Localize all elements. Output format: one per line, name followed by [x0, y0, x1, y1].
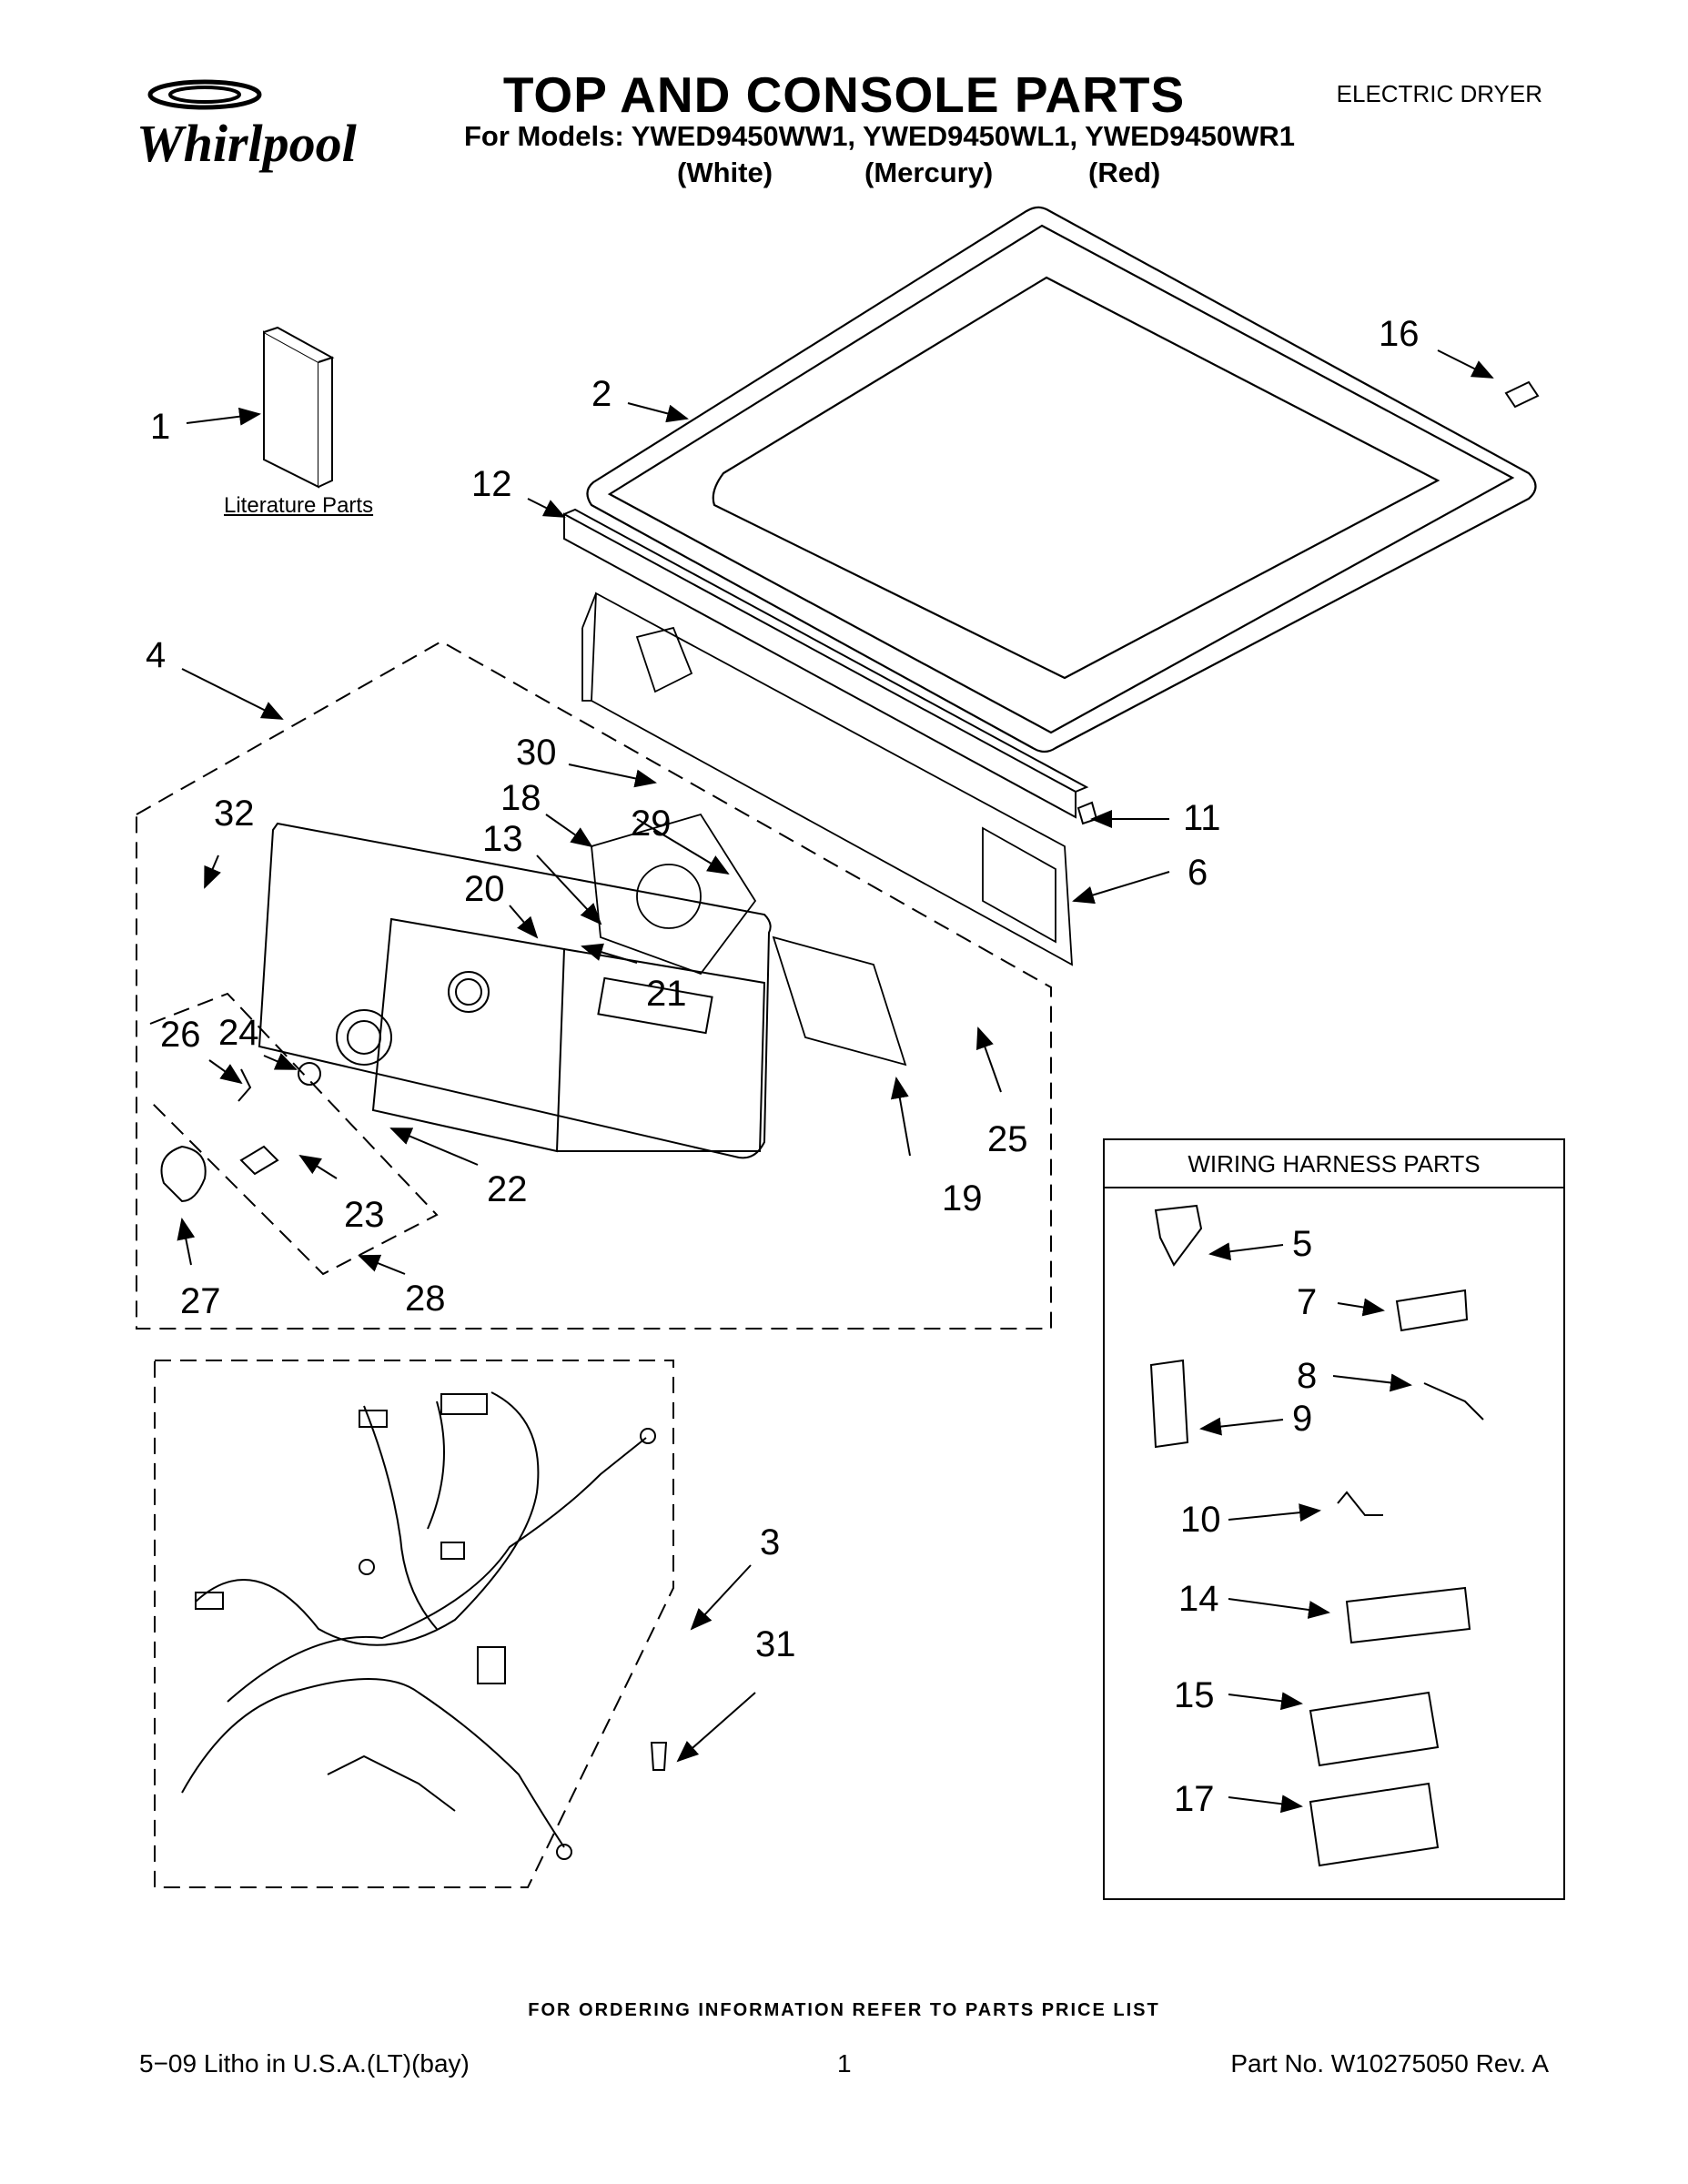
- callout-15: 15: [1174, 1675, 1215, 1715]
- callout-32: 32: [214, 794, 255, 834]
- control-board-18: [591, 813, 757, 976]
- wiring-harness-parts-title: WIRING HARNESS PARTS: [1105, 1140, 1563, 1188]
- litho-info: 5−09 Litho in U.S.A.(LT)(bay): [139, 2049, 470, 2078]
- callout-23: 23: [344, 1195, 385, 1235]
- callout-numbers: 1 2 3 4 5 6 7 8 9 10 11 12 13 14 15 16 1…: [146, 314, 1420, 1819]
- literature-book: [263, 326, 335, 489]
- color-red: (Red): [1088, 157, 1161, 188]
- gasket-strip: [563, 508, 1089, 819]
- callout-3: 3: [760, 1522, 780, 1562]
- callout-26: 26: [160, 1015, 201, 1055]
- callout-22: 22: [487, 1169, 528, 1209]
- models-line: For Models: YWED9450WW1, YWED9450WL1, YW…: [464, 120, 1296, 152]
- callout-2: 2: [591, 374, 612, 414]
- callout-11: 11: [1183, 798, 1221, 838]
- knob-assembly: [160, 1009, 392, 1203]
- console-panel: [258, 822, 772, 1159]
- callout-arrows: [177, 349, 1494, 1814]
- brand-logo-swirl-icon: Whirlpool: [136, 79, 358, 173]
- callout-12: 12: [471, 464, 512, 504]
- part-number: Part No. W10275050 Rev. A: [1230, 2049, 1549, 2078]
- callout-18: 18: [500, 778, 541, 818]
- callout-9: 9: [1292, 1399, 1312, 1439]
- callout-24: 24: [218, 1013, 259, 1053]
- callout-21: 21: [646, 974, 687, 1014]
- callout-7: 7: [1297, 1282, 1317, 1322]
- brand-logo: Whirlpool: [127, 75, 391, 175]
- callout-5: 5: [1292, 1224, 1312, 1264]
- harness-parts: [1149, 1204, 1484, 1867]
- callout-30: 30: [516, 733, 557, 773]
- callout-19: 19: [942, 1178, 983, 1218]
- page-title: TOP AND CONSOLE PARTS: [502, 66, 1186, 123]
- callout-6: 6: [1188, 853, 1208, 893]
- ordering-note: FOR ORDERING INFORMATION REFER TO PARTS …: [528, 2000, 1160, 2020]
- console-frame: [581, 592, 1073, 966]
- callout-25: 25: [987, 1119, 1028, 1159]
- top-panel: [586, 206, 1537, 753]
- callout-28: 28: [405, 1279, 446, 1319]
- callout-14: 14: [1178, 1579, 1219, 1619]
- control-board-19: [772, 935, 907, 1067]
- callout-1: 1: [150, 407, 170, 447]
- wiring-harness: [181, 1391, 656, 1860]
- callout-20: 20: [464, 869, 505, 909]
- callout-13: 13: [482, 819, 523, 859]
- color-mercury: (Mercury): [864, 157, 994, 188]
- callout-31: 31: [755, 1624, 796, 1664]
- callout-17: 17: [1174, 1779, 1215, 1819]
- callout-29: 29: [631, 804, 672, 844]
- callout-27: 27: [180, 1281, 221, 1321]
- appliance-type: ELECTRIC DRYER: [1336, 80, 1542, 107]
- dashed-group-outlines: [136, 640, 1052, 1888]
- wiring-harness-parts-box: WIRING HARNESS PARTS: [1103, 1138, 1565, 1900]
- page-number: 1: [837, 2049, 852, 2078]
- callout-4: 4: [146, 635, 166, 675]
- color-white: (White): [677, 157, 773, 188]
- literature-parts-label: Literature Parts: [224, 493, 374, 518]
- brand-wordmark: Whirlpool: [136, 114, 358, 173]
- callout-8: 8: [1297, 1356, 1317, 1396]
- callout-16: 16: [1379, 314, 1420, 354]
- callout-10: 10: [1180, 1500, 1221, 1540]
